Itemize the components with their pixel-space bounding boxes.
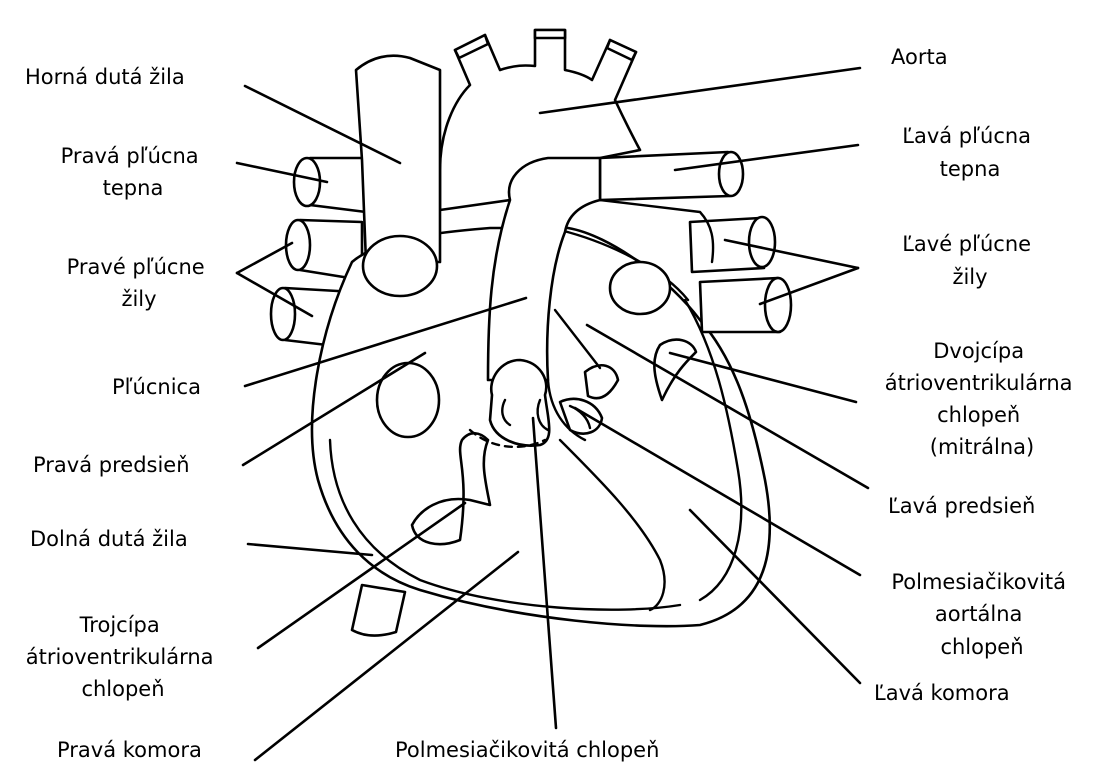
- label-horna-duta-zila: Horná dutá žila: [25, 65, 185, 89]
- inferior-vena-cava-shape: [352, 585, 405, 636]
- heart-illustration: [271, 30, 791, 636]
- label-prava-komora: Pravá komora: [57, 738, 202, 762]
- label-prava-plucna-tepna: Pravá pľúcna tepna: [61, 144, 206, 200]
- label-plucnica: Pľúcnica: [112, 375, 201, 399]
- label-lava-plucna-tepna: Ľavá pľúcna tepna: [902, 124, 1037, 181]
- label-dvojcipa: Dvojcípa átrioventrikulárna chlopeň (mit…: [885, 339, 1079, 459]
- label-aortalna-chlopen: Polmesiačikovitá aortálna chlopeň: [891, 570, 1072, 659]
- label-trojcipa: Trojcípa átrioventrikulárna chlopeň: [26, 613, 220, 701]
- label-lava-predsien: Ľavá predsieň: [888, 494, 1035, 518]
- label-prava-predsien: Pravá predsieň: [33, 453, 190, 477]
- label-prave-plucne-zily: Pravé pľúcne žily: [67, 255, 212, 311]
- label-aorta: Aorta: [891, 45, 948, 69]
- label-lava-komora: Ľavá komora: [874, 681, 1010, 705]
- left-pulmonary-artery-shape: [600, 152, 730, 200]
- superior-vena-cava-shape: [356, 56, 440, 262]
- label-dolna-duta-zila: Dolná dutá žila: [30, 527, 188, 551]
- label-lave-plucne-zily: Ľavé pľúcne žily: [902, 232, 1038, 289]
- label-polmesiacikovita-chlopen: Polmesiačikovitá chlopeň: [395, 738, 659, 762]
- pulmonary-valve-shape: [490, 360, 549, 446]
